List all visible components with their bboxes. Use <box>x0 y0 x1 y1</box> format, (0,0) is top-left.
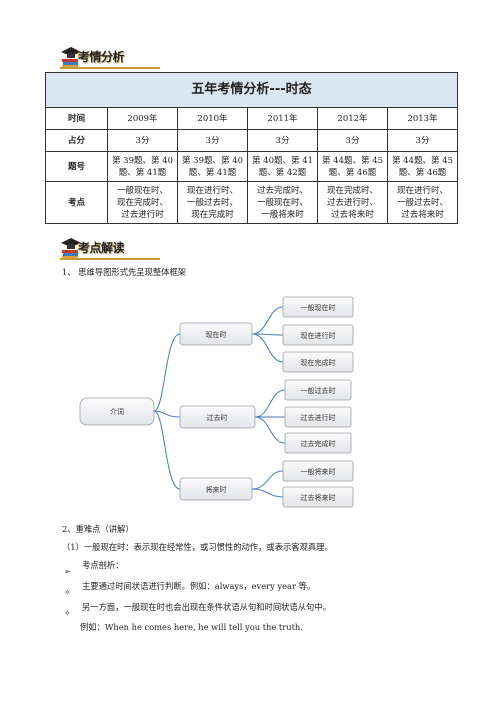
section-underline <box>60 258 160 260</box>
table-title: 五年考情分析---时态 <box>44 72 459 108</box>
section-header-exam-analysis: 考情分析 <box>60 45 180 71</box>
mindmap-leaf-label: 过去完成时 <box>301 439 336 448</box>
mindmap-branch-label: 过去时 <box>207 413 228 422</box>
diamond-bullet-icon: ✧ <box>64 588 71 597</box>
diamond-bullet-icon: ✧ <box>64 609 71 618</box>
mindmap-branch-node <box>179 405 256 429</box>
points-cell: 过去完成时、一般现在时、一般将来时 <box>247 181 318 224</box>
point-simple-present: （1）一般现在时：表示现在经常性，或习惯性的动作，或表示客观真理。 <box>62 542 333 552</box>
bullet-analysis-text: 考点剖析： <box>82 560 124 570</box>
connector-root-present <box>153 333 181 412</box>
bullet-clause: ✧ 另一方面，一般现在时也会出现在条件状语从句和时间状语从句中。 <box>64 601 331 620</box>
mindmap-branch-label: 将来时 <box>206 485 227 494</box>
mindmap-leaf-node <box>282 296 354 318</box>
mindmap-leaf-label: 一般过去时 <box>301 386 336 395</box>
arrow-bullet-icon: ➢ <box>64 567 71 576</box>
connector-past-leaf <box>254 389 286 418</box>
mindmap-leaf-label: 现在进行时 <box>301 331 336 340</box>
mindmap-leaf-label: 现在完成时 <box>301 358 336 367</box>
mindmap-leaf-node <box>282 324 354 346</box>
connector-present-leaf <box>251 306 284 335</box>
mindmap-leaf-node <box>284 406 352 428</box>
bullet-time-adverbial-text: 主要通过时间状语进行判断。例如：always，every year 等。 <box>82 581 316 591</box>
graduation-cap-books-icon <box>61 47 81 68</box>
graduation-cap-books-icon <box>61 238 81 259</box>
example-sentence: 例如：When he comes here, he will tell you … <box>80 622 303 632</box>
points-cell: 现在完成时、过去进行时、过去将来时 <box>317 181 388 224</box>
mindmap-root-label: 介词 <box>110 408 124 416</box>
connector-root-future <box>153 410 181 490</box>
mindmap-leaf-label: 过去将来时 <box>301 493 336 502</box>
exam-analysis-table: 五年考情分析---时态 时间 2009年 2010年 2011年 2012年 2… <box>44 72 459 224</box>
section-header-key-points: 考点解读 <box>60 236 180 262</box>
year-cell: 2013年 <box>386 107 459 130</box>
mindmap-leaf-node <box>282 460 354 482</box>
connector-future-leaf <box>251 470 284 490</box>
row-label-question: 题号 <box>45 151 108 182</box>
mindmap-branch-node <box>179 322 253 346</box>
connector-past-leaf <box>254 416 286 444</box>
bullet-analysis: ➢ 考点剖析： <box>64 559 124 578</box>
points-cell: 现在进行时、一般过去时、过去将来时 <box>386 181 459 224</box>
section-underline <box>60 67 160 69</box>
mindmap-leaf-label: 过去进行时 <box>301 413 336 422</box>
mindmap-leaf-node <box>284 432 352 454</box>
table-row-year: 时间 2009年 2010年 2011年 2012年 2013年 <box>45 107 459 130</box>
section-title: 考点解读 <box>78 241 125 255</box>
mindmap-leaf-node <box>284 379 352 401</box>
points-cell: 一般现在时、现在完成时、过去进行时 <box>107 181 178 224</box>
row-label-points: 考点 <box>45 181 108 224</box>
connector-root-past <box>153 410 181 418</box>
mindmap-leaf-label: 一般将来时 <box>301 467 336 476</box>
section-title: 考情分析 <box>78 50 125 64</box>
mindmap-branch-node <box>179 477 253 501</box>
points-cell: 现在进行时、一般过去时、现在完成时 <box>177 181 248 224</box>
mindmap-leaf-node <box>282 486 354 508</box>
mindmap-leaf-node <box>282 351 354 373</box>
intro-text: 1、 思维导图形式先呈现整体框架 <box>62 267 187 277</box>
table-row-score: 占分 3分 3分 3分 3分 3分 <box>45 129 459 152</box>
mindmap-branch-label: 现在时 <box>206 330 227 339</box>
mindmap-leaf-label: 一般现在时 <box>301 303 336 312</box>
connector-future-leaf <box>251 488 284 498</box>
bullet-clause-text: 另一方面，一般现在时也会出现在条件状语从句和时间状语从句中。 <box>82 602 331 612</box>
table-row-points: 考点 一般现在时、现在完成时、过去进行时 现在进行时、一般过去时、现在完成时 过… <box>45 181 459 224</box>
bullet-time-adverbial: ✧ 主要通过时间状语进行判断。例如：always，every year 等。 <box>64 580 315 599</box>
connector-present-leaf <box>251 333 284 363</box>
section-heading-key-points: 2、重难点（讲解） <box>62 524 134 534</box>
mindmap-root-node <box>79 397 155 426</box>
